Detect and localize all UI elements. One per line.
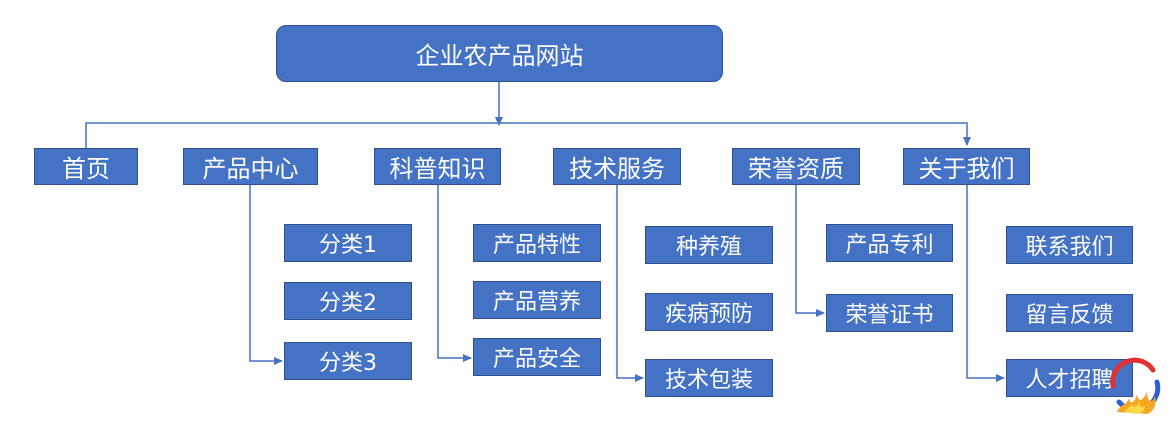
section-label: 荣誉资质: [748, 155, 844, 183]
edge-about-child: [966, 185, 1005, 382]
section-label: 产品中心: [202, 155, 299, 183]
section-science: 科普知识: [374, 148, 501, 185]
flame-swirl-logo-icon: [1110, 357, 1161, 414]
child-node: 联系我们: [1006, 226, 1133, 264]
section-about: 关于我们: [903, 148, 1030, 185]
child-label: 人才招聘: [1025, 368, 1114, 393]
child-node: 分类1: [284, 224, 412, 262]
section-label: 关于我们: [918, 155, 1015, 183]
child-label: 产品营养: [492, 290, 581, 315]
section-tech-service: 技术服务: [553, 148, 681, 185]
child-node: 技术包装: [645, 359, 773, 397]
child-label: 疾病预防: [664, 302, 753, 327]
child-label: 产品专利: [845, 233, 934, 258]
child-label: 留言反馈: [1025, 303, 1114, 328]
child-node: 产品专利: [826, 224, 953, 262]
child-label: 分类2: [319, 291, 377, 316]
child-node: 分类2: [284, 282, 412, 320]
child-node: 种养殖: [645, 226, 773, 264]
child-node: 荣誉证书: [826, 294, 953, 332]
child-node: 疾病预防: [645, 293, 773, 331]
child-node: 留言反馈: [1006, 294, 1133, 332]
section-honor: 荣誉资质: [732, 148, 860, 185]
child-node: 产品特性: [473, 224, 601, 262]
section-label: 首页: [62, 155, 110, 183]
child-node: 人才招聘: [1006, 359, 1133, 397]
edge-product-center-child: [249, 185, 283, 365]
child-node: 分类3: [284, 342, 412, 380]
child-label: 联系我们: [1025, 235, 1114, 260]
root-label: 企业农产品网站: [415, 42, 584, 70]
edge-bus: [85, 122, 971, 148]
child-label: 产品特性: [492, 233, 581, 258]
section-label: 科普知识: [389, 155, 486, 183]
edge-tech-child: [616, 185, 644, 382]
child-node: 产品安全: [473, 338, 601, 376]
section-product-center: 产品中心: [183, 148, 318, 185]
section-label: 技术服务: [569, 155, 665, 183]
child-label: 荣誉证书: [845, 303, 934, 328]
child-label: 技术包装: [664, 368, 753, 393]
edge-honor-child: [795, 185, 825, 317]
child-label: 产品安全: [492, 347, 581, 372]
section-home: 首页: [34, 148, 138, 185]
child-label: 分类1: [319, 233, 377, 258]
child-label: 种养殖: [675, 235, 742, 260]
child-label: 分类3: [319, 351, 377, 376]
root-node: 企业农产品网站: [276, 25, 723, 82]
child-node: 产品营养: [473, 281, 601, 319]
edge-science-child: [437, 185, 472, 362]
